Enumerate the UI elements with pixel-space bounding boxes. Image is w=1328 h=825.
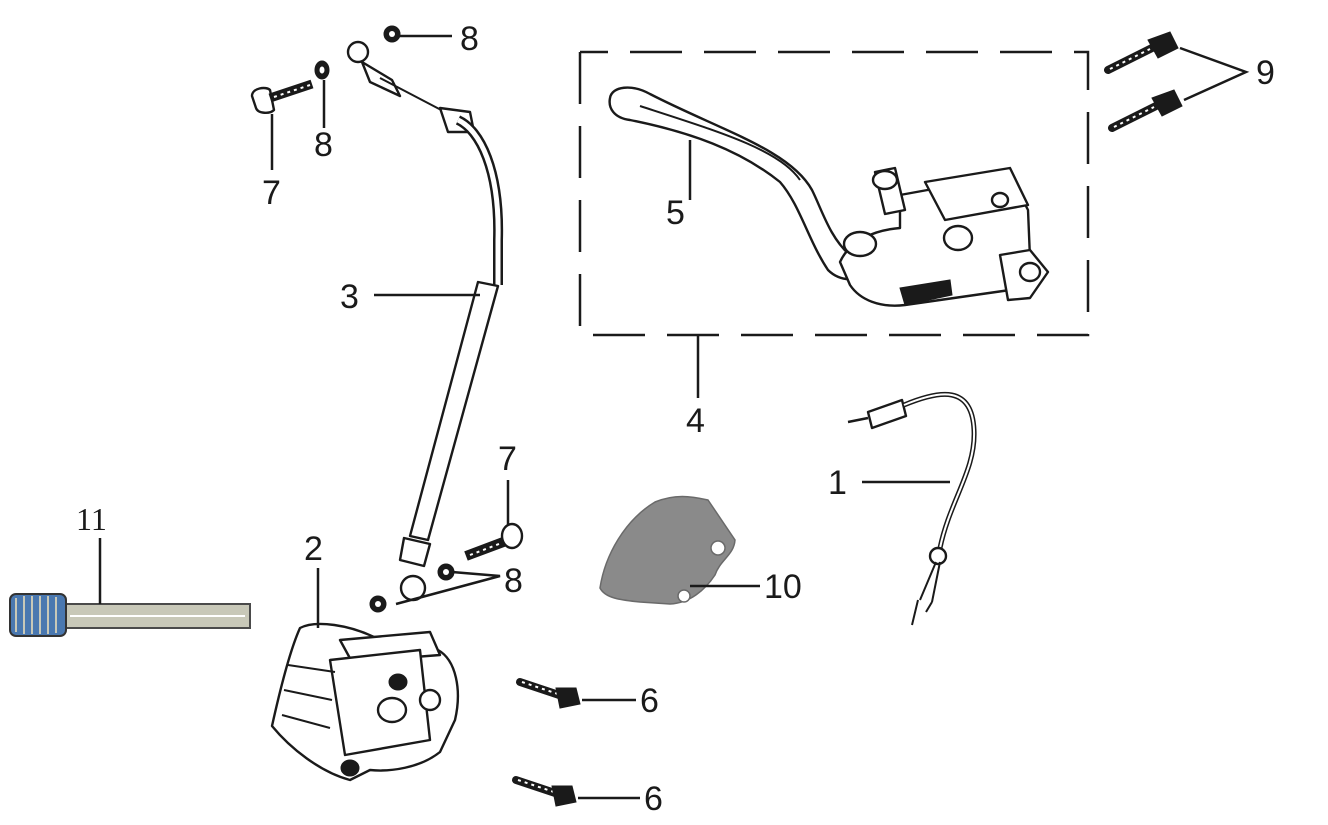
callout-8-lower: 8 — [504, 562, 523, 600]
callout-1: 1 — [828, 464, 847, 502]
banjo-bolt-top — [250, 79, 314, 114]
caliper-pin — [9, 593, 251, 637]
callout-8-top: 8 — [460, 20, 479, 58]
callout-9: 9 — [1256, 54, 1275, 92]
callout-7-top: 7 — [262, 174, 281, 212]
callout-11: 11 — [76, 501, 107, 537]
callout-3: 3 — [340, 278, 359, 316]
callout-7-lower: 7 — [498, 440, 517, 478]
callout-4: 4 — [686, 402, 705, 440]
callout-labels: 8 8 7 3 5 4 9 1 7 8 2 10 6 6 11 — [76, 20, 1275, 818]
banjo-bolt-lower — [464, 522, 524, 561]
brake-pad — [599, 495, 736, 605]
callout-6-upper: 6 — [640, 682, 659, 720]
washers — [314, 25, 455, 613]
brake-caliper — [270, 622, 460, 782]
brake-switch-cable — [847, 392, 977, 626]
leader-lines — [98, 34, 1250, 800]
brake-hose — [346, 40, 504, 602]
clamp-bolts — [1104, 31, 1183, 132]
callout-2: 2 — [304, 530, 323, 568]
callout-10: 10 — [764, 568, 802, 606]
caliper-bolts — [512, 678, 581, 807]
callout-6-lower: 6 — [644, 780, 663, 818]
callout-5: 5 — [666, 194, 685, 232]
master-cylinder-assembly-box — [578, 50, 1090, 337]
callout-8-left: 8 — [314, 126, 333, 164]
brake-lever-master-cylinder — [608, 86, 1050, 307]
